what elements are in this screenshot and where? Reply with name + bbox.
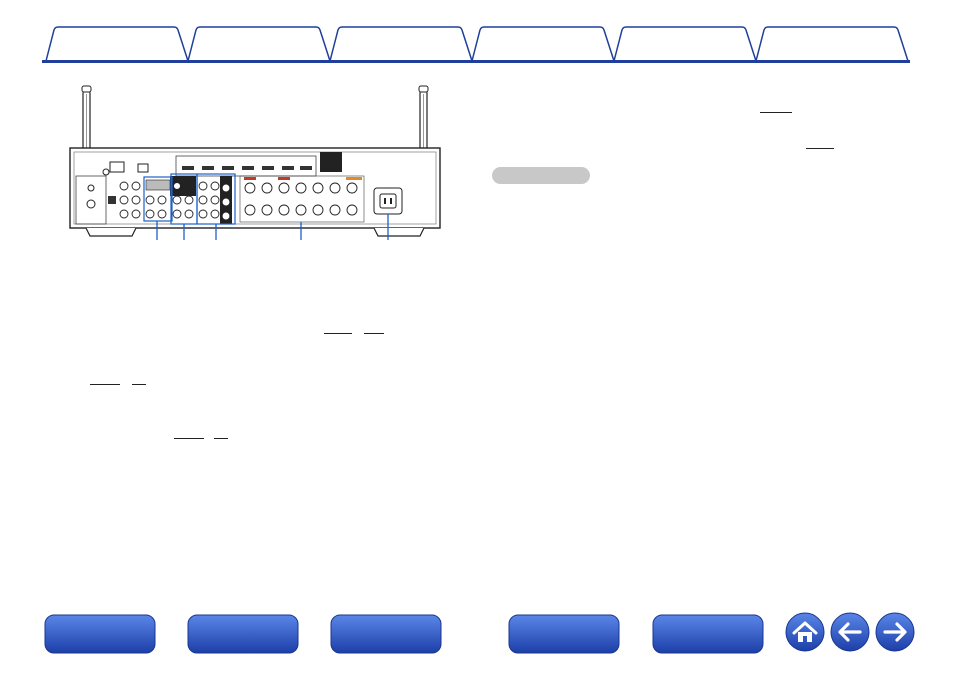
underline-1 (760, 112, 792, 113)
underline-4 (364, 333, 384, 334)
forward-arrow-icon (875, 612, 915, 652)
tab-6[interactable] (754, 26, 910, 62)
back-button[interactable] (830, 612, 870, 652)
underline-5 (90, 384, 120, 385)
footer-button-3[interactable] (330, 614, 442, 654)
tab-1[interactable] (44, 26, 190, 62)
home-button[interactable] (785, 612, 825, 652)
tab-5[interactable] (612, 26, 758, 62)
tab-2[interactable] (186, 26, 332, 62)
footer-button-5[interactable] (652, 614, 764, 654)
footer-button-1[interactable] (44, 614, 156, 654)
underline-7 (174, 438, 204, 439)
rear-panel-illustration (60, 84, 450, 250)
tab-3[interactable] (328, 26, 474, 62)
underline-3 (324, 333, 352, 334)
footer-button-2[interactable] (187, 614, 299, 654)
note-pill (492, 167, 590, 184)
tab-4[interactable] (470, 26, 616, 62)
underline-8 (214, 438, 228, 439)
footer-button-4[interactable] (508, 614, 620, 654)
forward-button[interactable] (875, 612, 915, 652)
header-rule (42, 60, 910, 63)
back-arrow-icon (830, 612, 870, 652)
left-antenna-icon (81, 85, 92, 167)
underline-6 (132, 384, 146, 385)
underline-2 (806, 148, 834, 149)
home-icon (785, 612, 825, 652)
top-tab-bar (0, 0, 954, 66)
